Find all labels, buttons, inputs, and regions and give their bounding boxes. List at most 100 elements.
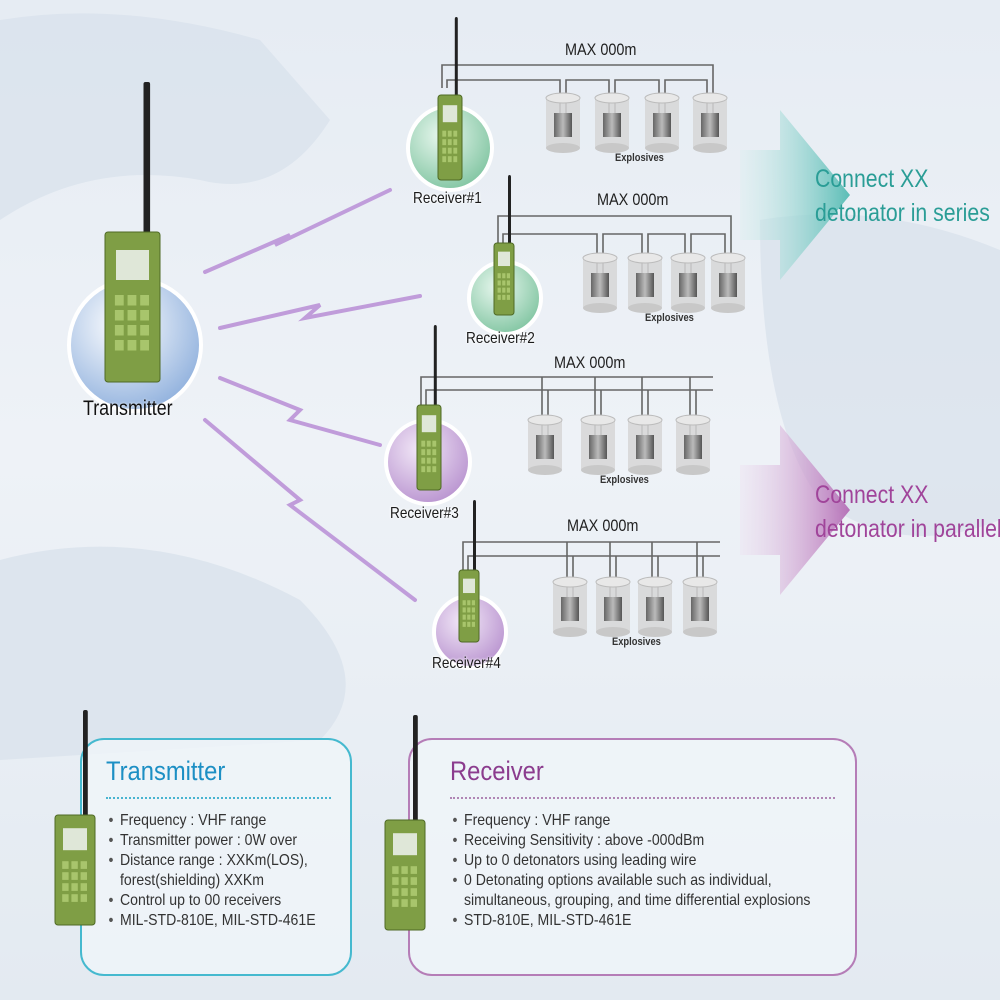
- device-key: [462, 621, 466, 627]
- device-key: [432, 440, 437, 447]
- device-key: [447, 130, 452, 137]
- explosive-charge: [580, 414, 616, 475]
- explosives-label: Explosives: [644, 312, 694, 324]
- spec-item: Transmitter power : 0W over: [109, 831, 322, 851]
- device-key: [462, 600, 466, 606]
- divider: [106, 797, 331, 799]
- device-key: [462, 607, 466, 613]
- device-key: [453, 156, 458, 163]
- device-key: [502, 280, 506, 286]
- explosive-charge: [627, 252, 663, 313]
- explosive-charge: [594, 92, 630, 153]
- wireless-signal-bolt: [218, 376, 382, 447]
- radio-device: [416, 325, 442, 491]
- detonator: [646, 597, 664, 621]
- antenna: [433, 325, 437, 409]
- receiver-label: Receiver#3: [390, 505, 459, 522]
- radio-device: [493, 175, 515, 316]
- device-key: [127, 325, 137, 336]
- device-key: [497, 273, 501, 279]
- explosive-charge: [637, 576, 673, 637]
- detonator: [653, 113, 671, 137]
- transmitter-node: [67, 82, 203, 413]
- device-key: [502, 294, 506, 300]
- device-key: [421, 440, 426, 447]
- device-key: [140, 340, 149, 351]
- device-key: [447, 139, 452, 146]
- detonator: [591, 273, 609, 297]
- parallel-caption: Connect XX detonator in parallel: [815, 478, 1000, 546]
- receiver-label: Receiver#1: [413, 190, 482, 207]
- explosive-charge: [627, 414, 663, 475]
- device-key: [127, 340, 137, 351]
- device-key: [426, 466, 431, 473]
- device-key: [432, 449, 437, 456]
- transmitter-spec-box: Transmitter Frequency : VHF range Transm…: [80, 738, 352, 976]
- device-key: [140, 310, 149, 321]
- detonator: [554, 113, 572, 137]
- device-key: [442, 130, 447, 137]
- leading-wire: [462, 541, 720, 598]
- transmitter-label: Transmitter: [83, 397, 173, 420]
- device-key: [447, 147, 452, 154]
- parallel-arrow: [740, 425, 850, 595]
- receiver-spec-title: Receiver: [450, 756, 544, 786]
- device-key: [140, 295, 149, 306]
- divider: [450, 797, 835, 799]
- radio-device: [437, 17, 463, 181]
- device-key: [442, 156, 447, 163]
- device-key: [502, 287, 506, 293]
- explosive-charge: [582, 252, 618, 313]
- device-key: [432, 457, 437, 464]
- device-key: [114, 340, 124, 351]
- device-key: [140, 325, 149, 336]
- device-key: [442, 147, 447, 154]
- receiver-spec-list: Frequency : VHF range Receiving Sensitiv…: [450, 811, 855, 931]
- antenna: [508, 175, 511, 247]
- device-key: [421, 457, 426, 464]
- device-screen: [421, 415, 437, 433]
- transmitter-spec-title: Transmitter: [106, 756, 226, 786]
- receiver-2-group: [467, 175, 746, 336]
- device-key: [462, 614, 466, 620]
- spec-item: Up to 0 detonators using leading wire: [453, 851, 808, 871]
- leading-wire: [420, 376, 713, 436]
- detonator: [603, 113, 621, 137]
- device-key: [506, 273, 510, 279]
- explosive-charge: [670, 252, 706, 313]
- spec-item: Frequency : VHF range: [109, 811, 322, 831]
- device-key: [114, 325, 124, 336]
- device-key: [453, 139, 458, 146]
- spec-item: 0 Detonating options available such as i…: [453, 871, 808, 891]
- wireless-signal-bolt: [218, 294, 422, 330]
- explosive-charge: [527, 414, 563, 475]
- device-key: [127, 310, 137, 321]
- detonator: [719, 273, 737, 297]
- device-key: [442, 139, 447, 146]
- device-key: [426, 449, 431, 456]
- receiver-4-group: [432, 500, 720, 670]
- device-key: [471, 607, 475, 613]
- receiver-label: Receiver#4: [432, 655, 501, 672]
- series-line2: detonator in series: [815, 199, 990, 227]
- wireless-signal-bolt: [203, 418, 417, 602]
- device-key: [421, 449, 426, 456]
- explosive-charge: [552, 576, 588, 637]
- explosives-label: Explosives: [599, 474, 649, 486]
- leading-wire: [497, 215, 732, 274]
- device-screen: [463, 578, 475, 594]
- device-key: [426, 440, 431, 447]
- device-key: [471, 600, 475, 606]
- max-distance-label: MAX 000m: [567, 516, 639, 535]
- transmitter-spec-list: Frequency : VHF range Transmitter power …: [106, 811, 350, 931]
- parallel-line2: detonator in parallel: [815, 515, 1000, 543]
- device-key: [471, 621, 475, 627]
- explosives-label: Explosives: [612, 636, 661, 648]
- device-key: [467, 621, 471, 627]
- max-distance-label: MAX 000m: [565, 40, 637, 59]
- detonator: [701, 113, 719, 137]
- spec-item: simultaneous, grouping, and time differe…: [464, 892, 811, 909]
- device-key: [453, 130, 458, 137]
- spec-item: forest(shielding) XXKm: [120, 872, 264, 889]
- explosive-charge: [682, 576, 718, 637]
